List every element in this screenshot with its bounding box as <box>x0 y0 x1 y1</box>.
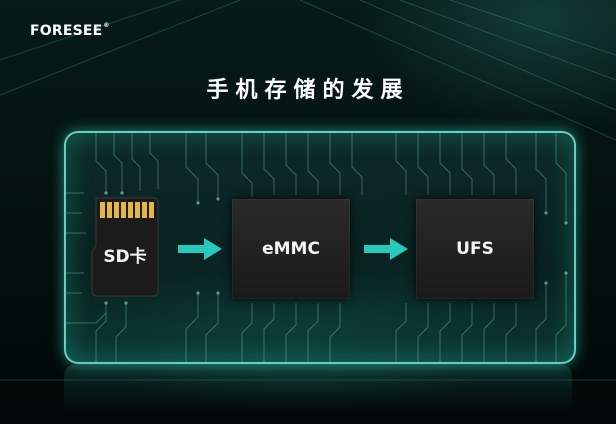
stage-emmc-chip: eMMC <box>232 199 350 299</box>
arrow-right-icon <box>178 238 222 260</box>
storage-evolution-panel: SD卡 eMMC UFS <box>64 131 576 364</box>
sd-card-icon <box>91 197 159 297</box>
emmc-label: eMMC <box>262 239 320 259</box>
stage-ufs-chip: UFS <box>416 199 534 299</box>
sd-card-label: SD卡 <box>103 247 147 267</box>
page-title: 手机存储的发展 <box>206 78 410 103</box>
arrow-right-icon <box>364 238 408 260</box>
circuit-pattern <box>66 133 568 362</box>
ufs-label: UFS <box>456 239 494 259</box>
panel-reflection <box>64 364 572 424</box>
stage-sd-card: SD卡 <box>90 196 160 298</box>
brand-logo: FORESEE® <box>30 22 110 39</box>
